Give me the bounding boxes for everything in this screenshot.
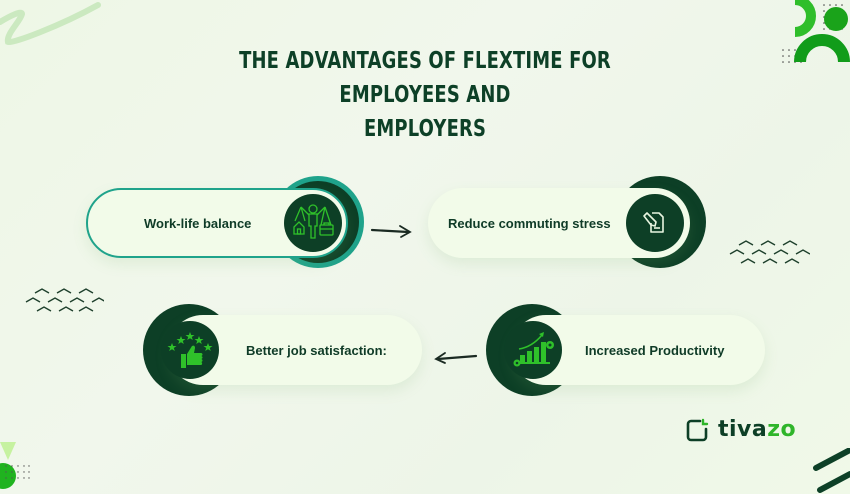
corner-shapes-decoration-bottom — [0, 442, 30, 489]
corner-shapes-decoration — [782, 0, 850, 63]
document-edit-icon — [626, 194, 684, 252]
squiggle-decoration — [0, 2, 101, 46]
logo-text-main: tiva — [718, 417, 768, 442]
chevron-pattern-right — [729, 240, 810, 264]
arrow-left-icon — [434, 352, 478, 364]
tivazo-logo: tivazo — [686, 417, 796, 442]
tivazo-logo-icon — [686, 418, 709, 441]
card-label: Reduce commuting stress — [448, 215, 611, 231]
thumbs-up-stars-icon — [161, 321, 219, 379]
card-label: Better job satisfaction: — [246, 342, 387, 358]
arrow-right-icon — [370, 225, 412, 238]
chevron-pattern-left — [25, 288, 104, 312]
card-label: Work-life balance — [144, 215, 252, 231]
logo-text-accent: zo — [767, 417, 797, 442]
growth-chart-gears-icon — [504, 321, 562, 379]
card-increased-productivity: Increased Productivity — [511, 315, 765, 385]
title-line-1: THE ADVANTAGES OF FLEXTIME FOR EMPLOYEES… — [239, 48, 611, 108]
work-life-balance-icon — [284, 194, 342, 252]
page-title: THE ADVANTAGES OF FLEXTIME FOR EMPLOYEES… — [211, 44, 640, 146]
title-line-2: EMPLOYERS — [363, 116, 487, 142]
card-label: Increased Productivity — [585, 342, 725, 358]
brush-strokes-decoration — [813, 448, 850, 493]
